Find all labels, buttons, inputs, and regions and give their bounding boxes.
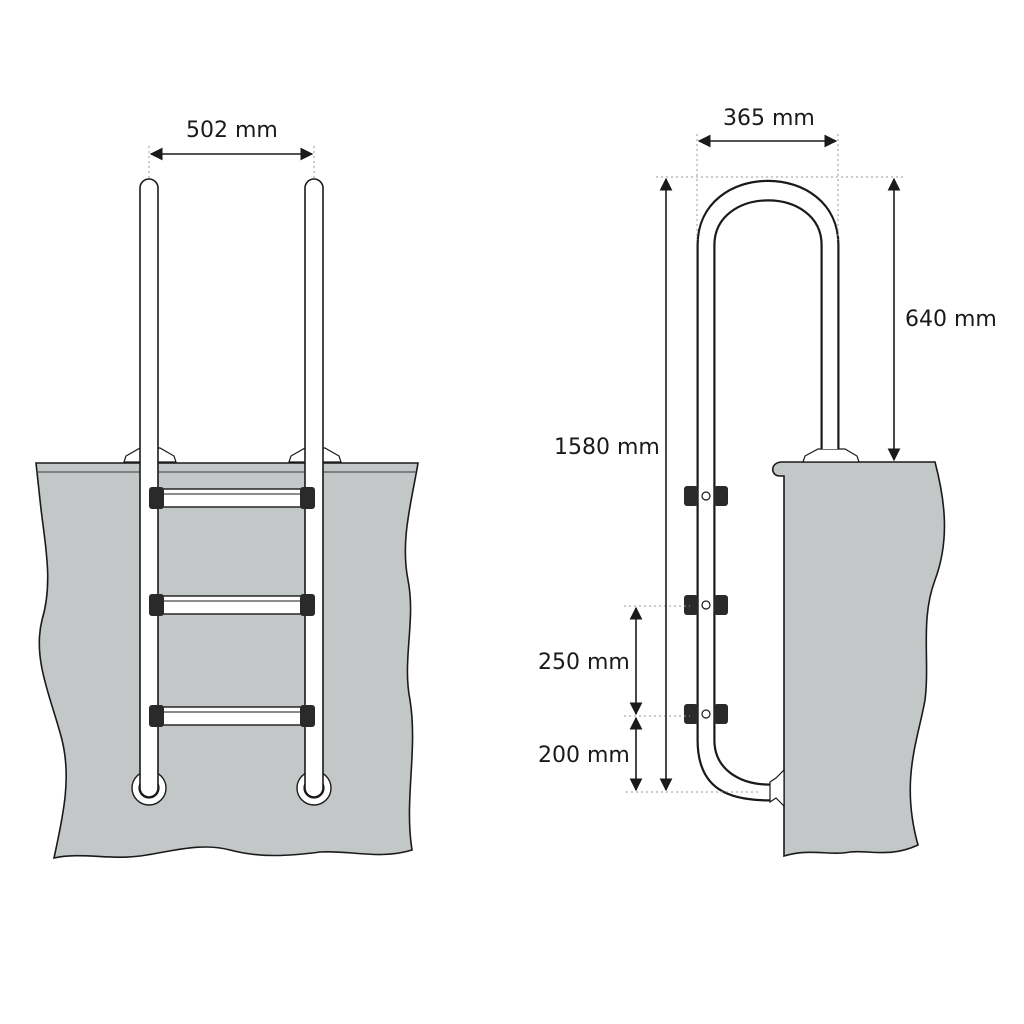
pool-wall-side [771, 461, 946, 858]
ladder-step-1 [149, 487, 315, 509]
label-above-deck: 640 mm [905, 307, 997, 332]
step-clamp-3 [684, 704, 728, 724]
label-step-spacing: 250 mm [538, 650, 630, 675]
ladder-step-3 [149, 705, 315, 727]
label-rail-spacing: 502 mm [186, 118, 278, 143]
label-depth: 365 mm [723, 106, 815, 131]
wall-flange-side [769, 768, 785, 808]
side-view [624, 134, 946, 858]
label-bottom-offset: 200 mm [538, 743, 630, 768]
ladder-rail-left [139, 178, 159, 798]
step-clamp-1 [684, 486, 728, 506]
ladder-step-2 [149, 594, 315, 616]
label-total-height: 1580 mm [554, 435, 660, 460]
step-clamp-2 [684, 595, 728, 615]
deck-anchor-side [802, 448, 860, 463]
front-view [35, 146, 419, 860]
pool-wall-front [35, 462, 419, 860]
